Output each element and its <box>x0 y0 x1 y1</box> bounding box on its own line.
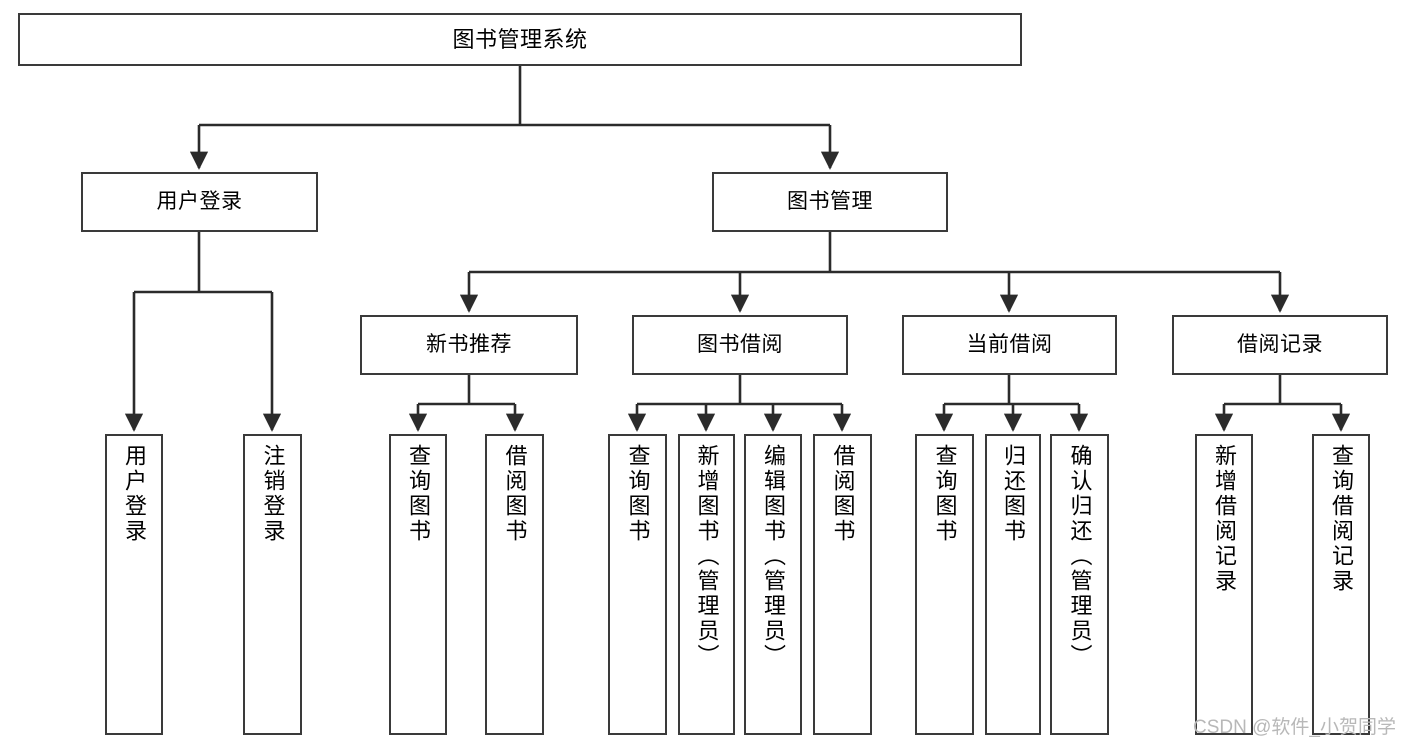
node-leaf-logout-login[interactable]: 注销登录 <box>243 434 302 735</box>
node-user-login[interactable]: 用户登录 <box>81 172 318 232</box>
node-leaf-user-login[interactable]: 用户登录 <box>105 434 163 735</box>
node-leaf-borrow-book-rec[interactable]: 借阅图书 <box>485 434 544 735</box>
node-current-borrow[interactable]: 当前借阅 <box>902 315 1117 375</box>
node-leaf-edit-book-admin-label: 编辑图书（管理员） <box>760 444 786 669</box>
node-root[interactable]: 图书管理系统 <box>18 13 1022 66</box>
node-current-borrow-label: 当前借阅 <box>966 332 1053 356</box>
node-leaf-add-book-admin[interactable]: 新增图书（管理员） <box>678 434 735 735</box>
node-user-login-label: 用户登录 <box>156 189 243 213</box>
node-root-label: 图书管理系统 <box>452 26 588 52</box>
node-leaf-borrow-book-label: 借阅图书 <box>830 444 856 544</box>
node-leaf-add-book-admin-label: 新增图书（管理员） <box>694 444 720 669</box>
node-leaf-logout-login-label: 注销登录 <box>260 444 286 544</box>
node-leaf-query-book-current-label: 查询图书 <box>932 444 958 544</box>
node-leaf-edit-book-admin[interactable]: 编辑图书（管理员） <box>744 434 802 735</box>
node-new-book-recommend-label: 新书推荐 <box>426 332 512 356</box>
node-leaf-borrow-book[interactable]: 借阅图书 <box>813 434 872 735</box>
node-leaf-query-book-borrow[interactable]: 查询图书 <box>608 434 667 735</box>
node-borrow-record-label: 借阅记录 <box>1237 332 1323 356</box>
node-leaf-borrow-book-rec-label: 借阅图书 <box>502 444 528 544</box>
node-book-manage[interactable]: 图书管理 <box>712 172 948 232</box>
node-book-manage-label: 图书管理 <box>787 189 873 213</box>
csdn-watermark: CSDN @软件_小贺同学 <box>1193 717 1396 738</box>
node-leaf-add-borrow-record-label: 新增借阅记录 <box>1211 444 1237 594</box>
node-book-borrow-label: 图书借阅 <box>697 332 783 356</box>
node-book-borrow[interactable]: 图书借阅 <box>632 315 848 375</box>
node-leaf-query-book-current[interactable]: 查询图书 <box>915 434 974 735</box>
node-leaf-confirm-return-admin[interactable]: 确认归还（管理员） <box>1050 434 1109 735</box>
node-leaf-return-book-label: 归还图书 <box>1000 444 1026 544</box>
node-leaf-query-book-rec[interactable]: 查询图书 <box>389 434 447 735</box>
node-leaf-query-book-rec-label: 查询图书 <box>405 444 431 544</box>
node-new-book-recommend[interactable]: 新书推荐 <box>360 315 578 375</box>
node-borrow-record[interactable]: 借阅记录 <box>1172 315 1388 375</box>
node-leaf-query-borrow-record[interactable]: 查询借阅记录 <box>1312 434 1370 735</box>
node-leaf-query-borrow-record-label: 查询借阅记录 <box>1328 444 1354 594</box>
node-leaf-add-borrow-record[interactable]: 新增借阅记录 <box>1195 434 1253 735</box>
node-leaf-user-login-label: 用户登录 <box>121 444 147 544</box>
node-leaf-confirm-return-admin-label: 确认归还（管理员） <box>1067 444 1093 669</box>
node-leaf-query-book-borrow-label: 查询图书 <box>625 444 651 544</box>
node-leaf-return-book[interactable]: 归还图书 <box>985 434 1041 735</box>
